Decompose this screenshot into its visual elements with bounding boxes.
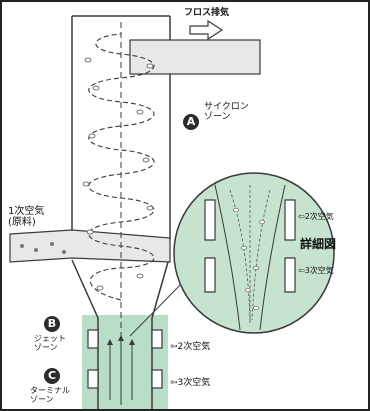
detail-view-label: 詳細図 bbox=[300, 237, 337, 251]
spiral-particles bbox=[82, 57, 154, 291]
secondary-air-label: ⇦2次空気 bbox=[170, 342, 211, 352]
primary-air-label: 1次空気 (原料) bbox=[8, 206, 45, 228]
spiral-flow bbox=[88, 33, 155, 301]
feed-pipe bbox=[9, 229, 171, 263]
detail-particles bbox=[233, 207, 265, 311]
detail-contents bbox=[204, 184, 296, 331]
detail-tertiary-air-label: ⇦3次空気 bbox=[298, 266, 334, 275]
zone-a-badge: A bbox=[183, 114, 199, 130]
tertiary-air-label: ⇦3次空気 bbox=[170, 378, 211, 388]
cyclone-zone-label: サイクロン ゾーン bbox=[204, 102, 249, 122]
terminal-zone-label: ターミナル ゾーン bbox=[30, 386, 70, 404]
jet-arrows bbox=[107, 335, 135, 404]
zone-b-badge: B bbox=[44, 316, 60, 332]
zone-c-badge: C bbox=[44, 368, 60, 384]
flos-exhaust-label: フロス排気 bbox=[184, 8, 230, 18]
zone-highlight bbox=[82, 315, 168, 409]
nozzles bbox=[87, 329, 163, 389]
jet-zone-label: ジェット ゾーン bbox=[34, 334, 66, 352]
detail-secondary-air-label: ⇦2次空気 bbox=[298, 212, 334, 221]
exhaust-pipe bbox=[129, 19, 261, 75]
